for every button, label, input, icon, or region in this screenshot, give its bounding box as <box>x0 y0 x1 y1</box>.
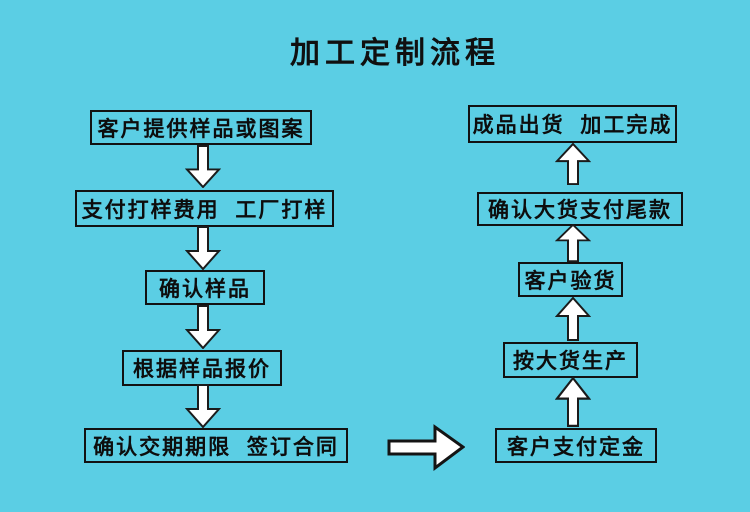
flow-step-customer-inspection: 客户验货 <box>518 262 623 297</box>
down-arrow-icon <box>185 145 221 188</box>
flow-step-provide-sample: 客户提供样品或图案 <box>90 110 312 145</box>
page-title: 加工定制流程 <box>290 37 500 70</box>
flow-step-pay-sampling-fee: 支付打样费用 工厂打样 <box>75 190 334 227</box>
down-arrow-icon <box>185 226 221 270</box>
down-arrow-icon <box>185 384 221 428</box>
up-arrow-icon <box>555 297 591 341</box>
flow-step-confirm-deadline-sign-contract: 确认交期期限 签订合同 <box>84 428 348 463</box>
flow-step-confirm-sample: 确认样品 <box>145 270 265 305</box>
flow-step-bulk-production: 按大货生产 <box>503 342 638 378</box>
flow-step-customer-pays-deposit: 客户支付定金 <box>495 428 657 463</box>
flow-step-confirm-bulk-pay-balance: 确认大货支付尾款 <box>477 192 683 226</box>
down-arrow-icon <box>185 305 221 349</box>
up-arrow-icon <box>555 224 591 262</box>
up-arrow-icon <box>555 143 591 185</box>
up-arrow-icon <box>555 377 591 427</box>
right-arrow-icon <box>387 424 465 471</box>
flow-step-shipment-complete: 成品出货 加工完成 <box>468 105 677 143</box>
flow-step-quote-by-sample: 根据样品报价 <box>122 350 282 386</box>
